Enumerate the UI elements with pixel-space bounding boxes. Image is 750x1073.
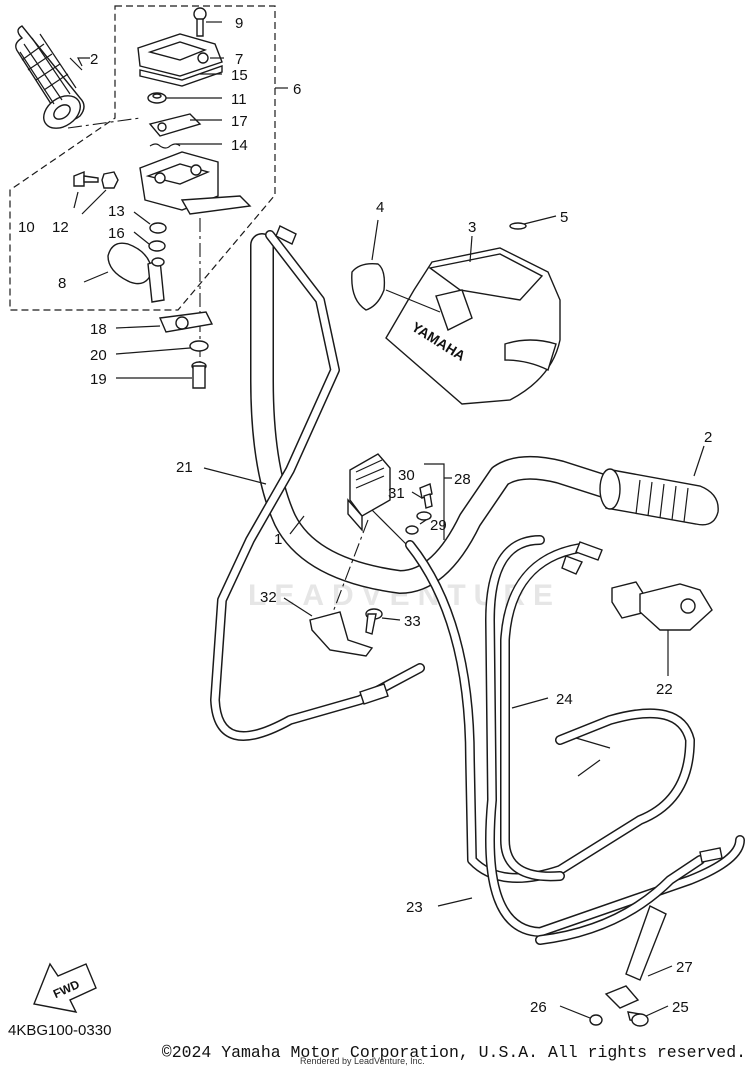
cover-screw[interactable] — [193, 7, 207, 37]
callout-7[interactable]: 7 — [235, 51, 243, 68]
switch-cable — [371, 509, 411, 549]
washer-26 — [589, 1014, 603, 1026]
fwd-arrow-icon: FWD — [33, 962, 97, 1013]
callout-18[interactable]: 18 — [90, 321, 107, 338]
pin-25[interactable] — [627, 1011, 649, 1027]
callout-23[interactable]: 23 — [406, 899, 423, 916]
callout-20[interactable]: 20 — [90, 347, 107, 364]
washer-16 — [148, 240, 166, 252]
lower-clamp[interactable] — [158, 311, 214, 333]
screw-30[interactable] — [419, 483, 433, 509]
callout-32[interactable]: 32 — [260, 589, 277, 606]
callout-19[interactable]: 19 — [90, 371, 107, 388]
callout-33[interactable]: 33 — [404, 613, 421, 630]
callout-24[interactable]: 24 — [556, 691, 573, 708]
washer-13 — [149, 222, 167, 234]
brake-cable-23[interactable] — [485, 535, 745, 937]
callout-6[interactable]: 6 — [293, 81, 301, 98]
callout-11[interactable]: 11 — [231, 91, 247, 108]
throttle-cable[interactable] — [210, 225, 425, 741]
callout-17[interactable]: 17 — [231, 113, 248, 130]
callout-4[interactable]: 4 — [376, 199, 384, 216]
callout-21[interactable]: 21 — [176, 459, 193, 476]
clip-29 — [405, 525, 419, 535]
callout-27[interactable]: 27 — [676, 959, 693, 976]
copyright-notice: ©2024 Yamaha Motor Corporation, U.S.A. A… — [161, 1043, 746, 1062]
lower-bolt[interactable] — [191, 361, 207, 389]
switch-leader-dash — [329, 519, 369, 621]
diagram-code: 4KBG100-0330 — [8, 1022, 112, 1039]
callout-30[interactable]: 30 — [398, 467, 415, 484]
callout-15[interactable]: 15 — [231, 67, 248, 84]
callout-29[interactable]: 29 — [430, 517, 447, 534]
cover-gasket — [139, 65, 223, 87]
adjuster-cable[interactable] — [535, 847, 723, 981]
callout-10[interactable]: 10 — [18, 219, 35, 236]
callout-31[interactable]: 31 — [388, 485, 405, 502]
left-grip[interactable] — [15, 25, 87, 135]
nut[interactable] — [147, 92, 167, 104]
callout-13[interactable]: 13 — [108, 203, 125, 220]
callout-28[interactable]: 28 — [454, 471, 471, 488]
render-credit: Rendered by LeadVenture, Inc. — [300, 1056, 425, 1066]
leader-lines — [69, 21, 705, 1019]
bracket[interactable] — [309, 611, 374, 657]
clevis[interactable] — [604, 985, 640, 1009]
callout-2-left-grip[interactable]: 2 — [90, 51, 98, 68]
callout-1[interactable]: 1 — [274, 531, 282, 548]
lock-washer — [148, 113, 202, 137]
bracket-bolt[interactable] — [365, 608, 383, 635]
callout-25[interactable]: 25 — [672, 999, 689, 1016]
right-grip[interactable] — [599, 468, 719, 526]
callout-8[interactable]: 8 — [58, 275, 66, 292]
callout-22[interactable]: 22 — [656, 681, 673, 698]
callout-16[interactable]: 16 — [108, 225, 125, 242]
callout-9[interactable]: 9 — [235, 15, 243, 32]
throttle-cover[interactable] — [137, 33, 223, 77]
callout-5[interactable]: 5 — [560, 209, 568, 226]
callout-14[interactable]: 14 — [231, 137, 248, 154]
switch-assembly[interactable] — [347, 453, 391, 532]
throttle-assembly-outline — [9, 5, 276, 311]
washer-20 — [189, 340, 209, 352]
callout-12[interactable]: 12 — [52, 219, 69, 236]
throttle-spring — [149, 143, 181, 149]
washer-31 — [416, 511, 432, 521]
throttle-housing[interactable] — [139, 151, 252, 215]
cover-emblem — [509, 222, 527, 230]
side-screw[interactable] — [73, 170, 99, 187]
side-nut[interactable] — [101, 171, 119, 189]
callout-labels: 2 9 7 15 6 11 17 14 10 12 13 16 8 4 3 5 … — [18, 15, 712, 1016]
callout-3[interactable]: 3 — [468, 219, 476, 236]
callout-2-right-grip[interactable]: 2 — [704, 429, 712, 446]
brake-light-switch[interactable] — [611, 581, 713, 631]
grip-centerline — [67, 117, 141, 129]
callout-26[interactable]: 26 — [530, 999, 547, 1016]
handlebar[interactable] — [250, 233, 622, 594]
cover-lens[interactable] — [351, 262, 386, 311]
throttle-lever[interactable] — [107, 242, 165, 303]
lens-leader — [385, 289, 441, 313]
handlebar-cover[interactable]: YAMAHA — [385, 247, 561, 405]
